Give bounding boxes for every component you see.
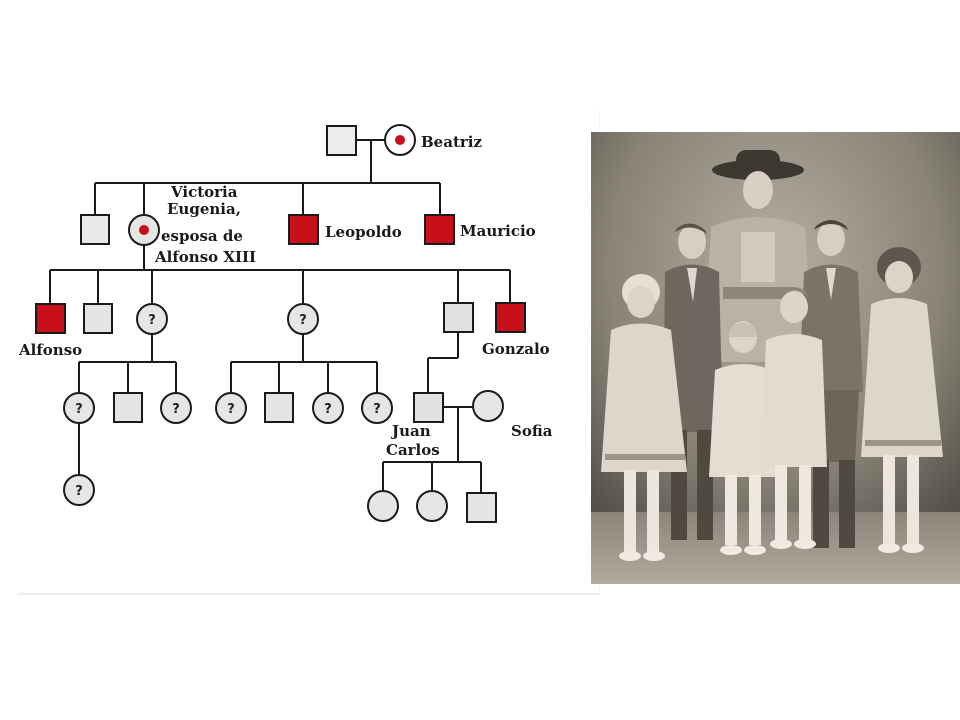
label-juan: Juan	[390, 422, 431, 440]
gen4-circle-2	[160, 392, 192, 424]
alfonso-affected-square	[35, 303, 66, 334]
juan-carlos-square	[413, 392, 444, 423]
unknown-mark: ?	[373, 402, 381, 417]
beatriz-carrier-dot	[395, 135, 405, 145]
gen4-circle-4	[312, 392, 344, 424]
photo-girl-left-figure	[601, 274, 687, 561]
juan-carlos-daughter-2-circle	[416, 490, 448, 522]
gonzalo-affected-square	[495, 302, 526, 333]
grandfather-square	[326, 125, 357, 156]
label-sofia: Sofia	[511, 422, 553, 440]
unknown-mark: ?	[172, 402, 180, 417]
label-victoria-4: Alfonso XIII	[154, 248, 256, 266]
unknown-mark: ?	[299, 313, 307, 328]
label-beatriz: Beatriz	[421, 133, 482, 151]
label-victoria-1: Victoria	[170, 183, 238, 201]
gen3-daughter-b-circle	[287, 303, 319, 335]
juan-carlos-son-square	[466, 492, 497, 523]
gen2-unaffected-son-square	[80, 214, 110, 245]
unknown-mark: ?	[75, 402, 83, 417]
gen3-daughter-a-circle	[136, 303, 168, 335]
label-carlos: Carlos	[386, 441, 440, 459]
gen3-son-square	[83, 303, 113, 334]
gen4-circle-1	[63, 392, 95, 424]
victoria-eugenia-carrier-dot	[139, 225, 149, 235]
sofia-circle	[472, 390, 504, 422]
label-alfonso: Alfonso	[18, 341, 82, 359]
gen4-square-2	[264, 392, 294, 423]
unknown-mark: ?	[75, 484, 83, 499]
photo-girl-right-figure	[861, 247, 943, 553]
label-mauricio: Mauricio	[460, 222, 536, 240]
photo-mother-figure	[703, 150, 813, 362]
family-portrait-photo	[591, 132, 960, 584]
photo-small-boy-right-figure	[761, 287, 827, 549]
gen4-circle-3	[215, 392, 247, 424]
mauricio-affected-square	[424, 214, 455, 245]
unknown-mark: ?	[227, 402, 235, 417]
juan-carlos-daughter-1-circle	[367, 490, 399, 522]
label-leopoldo: Leopoldo	[325, 223, 402, 241]
pedigree-connector-lines	[49, 139, 511, 493]
gen3-don-juan-square	[443, 302, 474, 333]
label-victoria-3: esposa de	[161, 227, 243, 245]
gen5-circle-unknown	[63, 474, 95, 506]
gen4-square-1	[113, 392, 143, 423]
leopoldo-affected-square	[288, 214, 319, 245]
pedigree-chart: Beatriz Victoria Eugenia, esposa de Alfo…	[18, 110, 600, 595]
label-victoria-2: Eugenia,	[167, 200, 241, 218]
photo-small-boy-left-figure	[709, 321, 777, 555]
unknown-mark: ?	[324, 402, 332, 417]
unknown-mark: ?	[148, 313, 156, 328]
label-gonzalo: Gonzalo	[482, 340, 550, 358]
gen4-circle-5	[361, 392, 393, 424]
